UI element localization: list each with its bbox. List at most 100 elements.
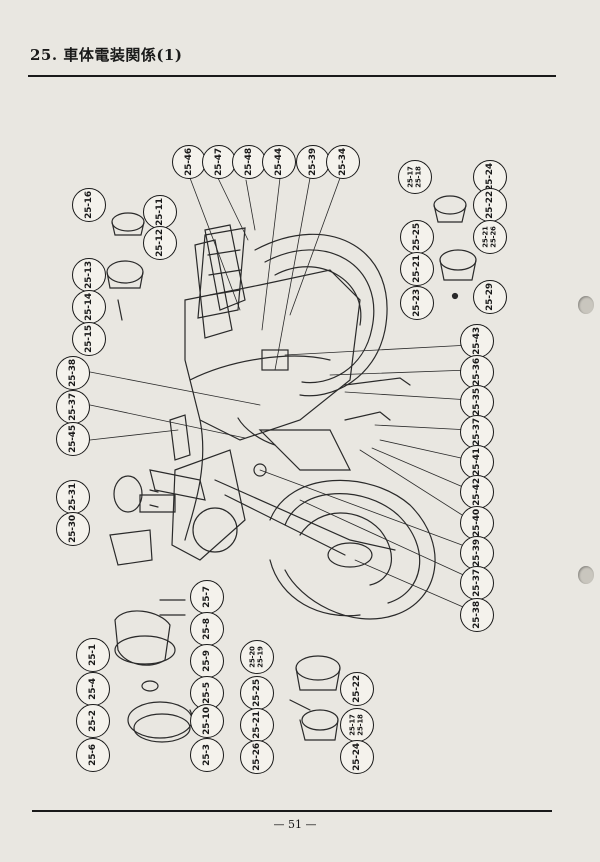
part-number-label: 25-4	[87, 678, 98, 700]
headlight-assembly	[114, 599, 199, 743]
part-callout: 25-11	[143, 195, 177, 229]
part-number-label: 25-14	[83, 293, 94, 321]
part-number-label: 25-22	[351, 675, 362, 703]
part-number-label: 25-38	[67, 359, 78, 387]
part-number-label: 25-13	[83, 261, 94, 289]
part-number-label: 25-36	[471, 358, 482, 386]
part-callout: 25-6	[76, 738, 110, 772]
part-callout: 25-25	[240, 676, 274, 710]
part-callout: 25-45	[56, 422, 90, 456]
part-number-label: 25-38	[471, 601, 482, 629]
part-callout: 25-22	[473, 188, 507, 222]
part-number-label: 25-7	[201, 586, 212, 608]
part-callout: 25-36	[460, 355, 494, 389]
part-number-label: 25-10	[201, 707, 212, 735]
page-number: — 51 —	[273, 818, 317, 831]
part-number-label: 25-41	[471, 448, 482, 476]
part-number-label: 25-43	[471, 327, 482, 355]
part-number-label: 25-39	[307, 148, 318, 176]
part-number-label: 25-35	[471, 388, 482, 416]
part-callout: 25-10	[190, 704, 224, 738]
winker-assembly-upper	[433, 195, 477, 300]
winker-assembly-lower	[289, 655, 341, 741]
part-number-label: 25-25	[411, 223, 422, 251]
part-callout: 25-22	[340, 672, 374, 706]
part-callout: 25-4	[76, 672, 110, 706]
part-number-label: 25-2	[87, 710, 98, 732]
part-number-label: 25-29	[484, 283, 495, 311]
part-callout: 25-48	[232, 145, 266, 179]
binder-hole-bottom	[578, 566, 594, 584]
part-number-label: 25-1	[87, 644, 98, 666]
part-number-label: 25-3	[201, 744, 212, 766]
part-number-label: 25-40	[471, 509, 482, 537]
part-callout: 25-39	[460, 536, 494, 570]
part-callout: 25-40	[460, 506, 494, 540]
part-callout: 25-24	[340, 740, 374, 774]
part-callout: 25-9	[190, 644, 224, 678]
page-title: 25. 車体電装関係(1)	[30, 46, 183, 64]
part-number-label: 25-11	[154, 198, 165, 226]
part-callout: 25-25	[400, 220, 434, 254]
part-callout: 25-37	[460, 566, 494, 600]
part-callout: 25-1	[76, 638, 110, 672]
part-number-label: 25-24	[484, 163, 495, 191]
footer-rule	[32, 810, 552, 812]
part-number-label: 25-37	[471, 569, 482, 597]
part-number-label: 25-21	[251, 711, 262, 739]
part-callout: 25-41	[460, 445, 494, 479]
header-rule	[28, 75, 556, 77]
part-number-label: 25-21	[411, 255, 422, 283]
part-callout: 25-23	[400, 286, 434, 320]
part-callout: 25-2	[76, 704, 110, 738]
part-callout: 25-37	[460, 415, 494, 449]
part-callout: 25-15	[72, 322, 106, 356]
part-number-label: 25-25	[251, 679, 262, 707]
taillight-assembly	[106, 212, 145, 321]
part-callout: 25-35	[460, 385, 494, 419]
part-callout: 25-30	[56, 512, 90, 546]
part-number-label: 25-6	[87, 744, 98, 766]
part-number-label: 25-48	[243, 148, 254, 176]
part-number-label: 25-47	[213, 148, 224, 176]
part-number-label: 25-34	[337, 148, 348, 176]
part-number-label: 25-37	[471, 418, 482, 446]
part-callout: 25-7	[190, 580, 224, 614]
part-callout: 25-3	[190, 738, 224, 772]
part-callout: 25-38	[56, 356, 90, 390]
part-callout: 25-21	[400, 252, 434, 286]
part-callout: 25-42	[460, 475, 494, 509]
part-number-label: 25-16	[83, 191, 94, 219]
part-callout: 25-13	[72, 258, 106, 292]
part-callout: 25-39	[296, 145, 330, 179]
part-number-label: 25-8	[201, 618, 212, 640]
part-callout: 25-8	[190, 612, 224, 646]
part-number-label: 25-15	[83, 325, 94, 353]
part-callout: 25-29	[473, 280, 507, 314]
part-number-label: 25-45	[67, 425, 78, 453]
part-number-label: 25-39	[471, 539, 482, 567]
part-callout: 25-47	[202, 145, 236, 179]
part-callout: 25-14	[72, 290, 106, 324]
part-callout: 25-44	[262, 145, 296, 179]
part-callout: 25-26	[240, 740, 274, 774]
part-number-label: 25-24	[351, 743, 362, 771]
part-number-label: 25-22	[484, 191, 495, 219]
part-callout: 25-34	[326, 145, 360, 179]
part-number-label: 25-23	[411, 289, 422, 317]
part-number-label: 25-5	[201, 682, 212, 704]
part-callout: 25-21	[240, 708, 274, 742]
part-number-label: 25-12	[154, 229, 165, 257]
part-callout: 25-16	[72, 188, 106, 222]
